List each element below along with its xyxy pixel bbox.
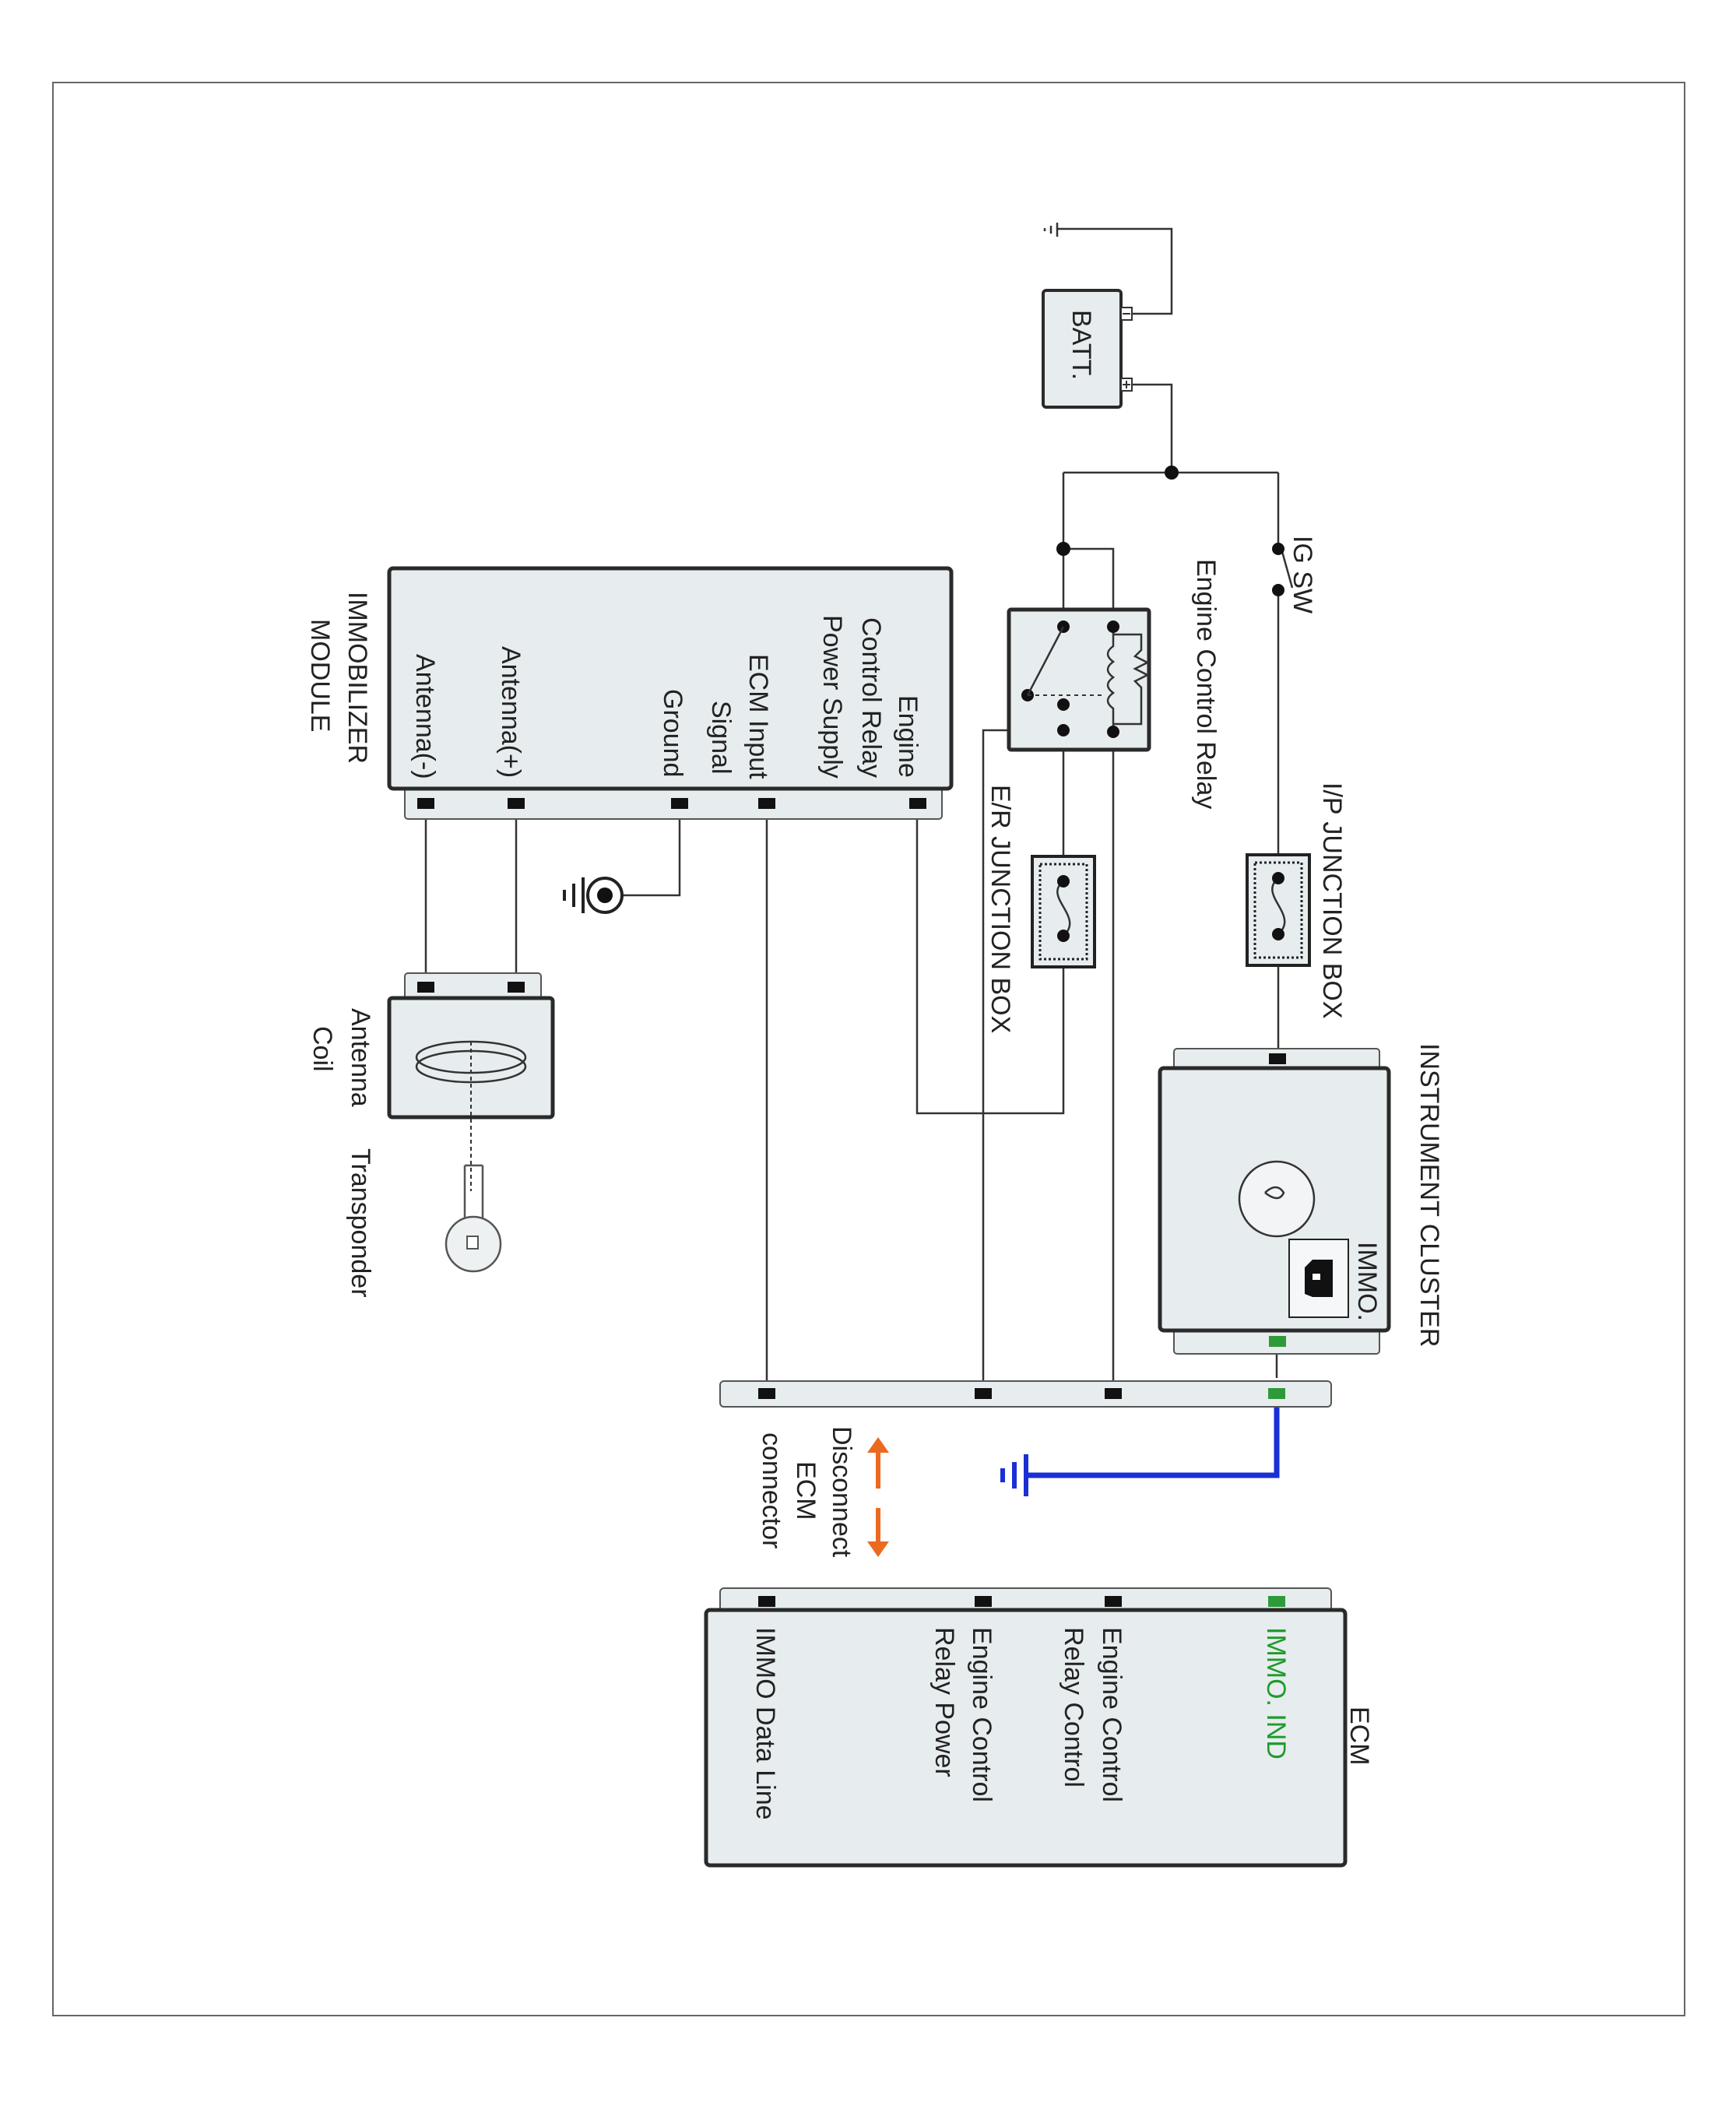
ecm-pin-engine-control-relay-power-1: Engine Control [967, 1627, 996, 1802]
er-junction-box [1031, 855, 1096, 968]
ip-junction-box [1246, 853, 1311, 967]
transponder-key-icon [445, 1164, 502, 1273]
immobilizer-module [387, 566, 954, 820]
immobilizer-module-label-2: MODULE [305, 619, 335, 732]
immobilizer-pin-antenna-minus: Antenna(-) [410, 654, 440, 779]
immobilizer-module-label-1: IMMOBILIZER [343, 592, 372, 764]
antenna-coil-label-1: Antenna [346, 1008, 375, 1107]
immobilizer-pin-engine-control-relay-power-supply-2: Control Relay [856, 617, 886, 778]
grounded-wire [1026, 1394, 1280, 1478]
chassis-ground-symbol [563, 877, 624, 914]
engine-control-relay [1007, 607, 1151, 752]
immobilizer-pin-ground: Ground [658, 689, 687, 777]
transponder-label: Transponder [346, 1148, 375, 1298]
immobilizer-pin-ecm-input-signal-2: Signal [706, 701, 736, 775]
antenna-coil [387, 972, 555, 1191]
ecm-pin-immo-data-line: IMMO Data Line [750, 1627, 780, 1820]
ecm-pin-engine-control-relay-control-1: Engine Control [1097, 1627, 1126, 1802]
ecm-pin-immo-ind: IMMO. IND [1261, 1627, 1291, 1759]
instrument-cluster [1158, 1048, 1391, 1355]
battery [1042, 289, 1133, 409]
ip-junction-box-label: I/P JUNCTION BOX [1317, 782, 1347, 1019]
immobilizer-pin-antenna-plus: Antenna(+) [496, 646, 525, 778]
antenna-coil-label-2: Coil [307, 1026, 337, 1072]
instrument-cluster-label: INSTRUMENT CLUSTER [1414, 1043, 1444, 1347]
ecm-harness-connector[interactable] [719, 1380, 1332, 1408]
disconnect-note-1: Disconnect [827, 1426, 856, 1558]
immobilizer-pin-engine-control-relay-power-supply-3: Power Supply [817, 615, 847, 779]
ecm [704, 1587, 1348, 1868]
disconnect-note-3: connector [757, 1432, 786, 1548]
ecm-label: ECM [1344, 1707, 1374, 1766]
blue-ground-symbol [1000, 1454, 1028, 1496]
immobilizer-pin-engine-control-relay-power-supply-1: Engine [893, 695, 922, 778]
ecm-pin-engine-control-relay-control-2: Relay Control [1059, 1627, 1088, 1787]
er-junction-box-label: E/R JUNCTION BOX [986, 785, 1015, 1033]
engine-control-relay-label: Engine Control Relay [1191, 559, 1221, 809]
diagram-frame [52, 82, 1685, 2016]
battery-label: BATT. [1067, 310, 1096, 380]
ecm-pin-engine-control-relay-power-2: Relay Power [929, 1627, 959, 1777]
disconnect-arrows-icon [867, 1437, 889, 1557]
junction-dots [1056, 466, 1284, 596]
immo-indicator-label: IMMO. [1352, 1242, 1382, 1321]
disconnect-note-2: ECM [791, 1461, 821, 1520]
immobilizer-pin-ecm-input-signal-1: ECM Input [743, 654, 773, 779]
ig-switch-label: IG SW [1288, 536, 1317, 613]
